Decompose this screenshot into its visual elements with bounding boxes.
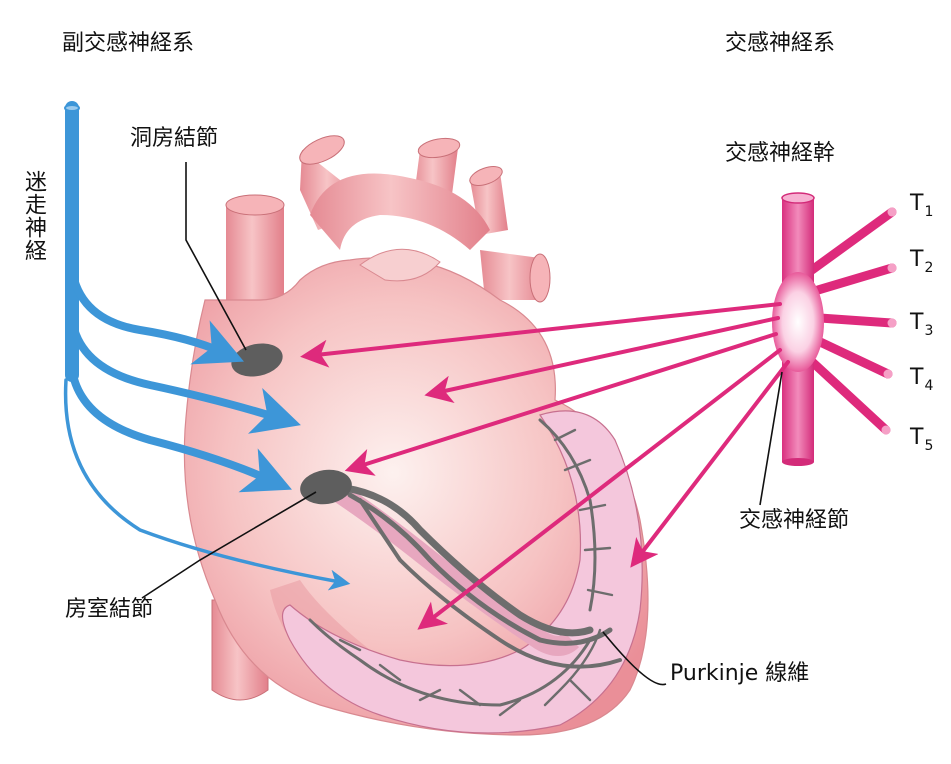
purkinje-label: Purkinje 線維: [670, 661, 810, 686]
av-node-label: 房室結節: [65, 597, 154, 622]
conduction-system: [308, 418, 622, 717]
spinal-level-t1: T1: [910, 191, 934, 220]
sympathetic-ganglion-label: 交感神経節: [739, 508, 850, 533]
heart: [183, 135, 649, 736]
parasympathetic-label: 副交感神経系: [62, 31, 195, 56]
sympathetic-label: 交感神経系: [725, 31, 836, 56]
sympathetic-nerves: [300, 192, 897, 630]
spinal-level-t2: T2: [910, 247, 934, 276]
spinal-level-t4: T4: [910, 365, 934, 394]
leader-lines: [141, 162, 783, 686]
vagus-label: 迷走神経: [21, 170, 46, 262]
spinal-level-t5: T5: [910, 425, 934, 454]
sa-node: [231, 343, 283, 377]
spinal-level-t3: T3: [910, 310, 934, 339]
sympathetic-trunk-label: 交感神経幹: [725, 141, 836, 166]
vagus-nerve: [63, 101, 351, 591]
sympathetic-ganglion: [772, 272, 824, 372]
sa-node-label: 洞房結節: [130, 126, 219, 151]
av-node: [300, 469, 352, 505]
